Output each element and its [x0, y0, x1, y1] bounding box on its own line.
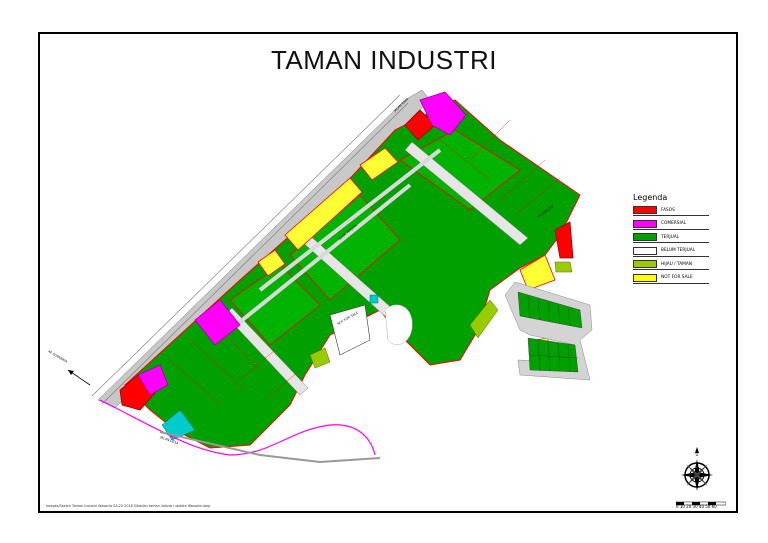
- page-title: TAMAN INDUSTRI: [270, 45, 498, 75]
- residential-lots-lower[interactable]: [527, 337, 579, 373]
- parcel-not-for-sale-3[interactable]: [257, 249, 286, 277]
- scale-bar: [676, 501, 726, 506]
- parcel-not-for-sale-2[interactable]: [359, 147, 399, 181]
- legend-swatch: [633, 206, 657, 214]
- legend-label: TERJUAL: [661, 234, 680, 240]
- legend-label: COMERSIAL: [661, 221, 687, 226]
- scale-label: 0 10 20 30 40 50 60: [676, 504, 717, 509]
- legend-label: HIJAU / TAMAN: [661, 261, 693, 267]
- parcel-sold-block-c[interactable]: [229, 264, 321, 346]
- internal-road-4: [228, 148, 442, 332]
- main-road-lane: [91, 94, 409, 405]
- bottom-road-gray: [159, 431, 381, 464]
- parcel-not-for-sale-1[interactable]: [284, 177, 363, 251]
- residential-lot-grid: [527, 295, 579, 373]
- legend-item-fasos: FASOS: [633, 205, 709, 216]
- footnote: Images/Sketch Taman Industri Wasarta SA-…: [46, 504, 210, 508]
- legend-swatch: [633, 233, 657, 241]
- legend-label: NOT FOR SALE: [661, 275, 693, 280]
- internal-road-1: [404, 141, 529, 246]
- parcel-green-park-2[interactable]: [309, 347, 331, 369]
- legend-swatch: [633, 246, 657, 255]
- parcel-comersial-2[interactable]: [137, 364, 169, 396]
- legend-label: BELUM TERJUAL: [661, 248, 696, 253]
- site-plan-map[interactable]: JALAN RAYA KE SURABAYA BLOK TERJUAL NOT …: [40, 34, 640, 474]
- parcel-comersial-1[interactable]: [419, 91, 467, 136]
- direction-arrow-icon: [67, 369, 91, 386]
- parcel-not-for-sale-4[interactable]: [519, 254, 556, 291]
- road-bottom-label: JALAN DESA: [159, 435, 180, 446]
- internal-road-3: [224, 307, 309, 396]
- parcel-green-park-3[interactable]: [554, 261, 573, 273]
- road-left-label: KE SURABAYA: [48, 349, 70, 364]
- legend-label: FASOS: [661, 207, 675, 213]
- compass-rose-icon: U: [681, 447, 713, 491]
- empty-land: [384, 304, 413, 345]
- legend-item-hijau-taman: HIJAU / TAMAN: [633, 259, 709, 270]
- legend-item-terjual: TERJUAL: [633, 232, 709, 243]
- legend-item-belum-terjual: BELUM TERJUAL: [633, 246, 709, 257]
- water-box: [369, 294, 379, 304]
- parcel-sold-block-b[interactable]: [399, 129, 521, 211]
- legend-swatch: [633, 260, 657, 268]
- parcel-green-park-1[interactable]: [469, 299, 499, 339]
- legend: Legenda FASOS COMERSIAL TERJUAL BELUM TE…: [633, 193, 709, 286]
- svg-text:U: U: [696, 452, 699, 457]
- legend-item-comersial: COMERSIAL: [633, 219, 709, 230]
- residential-lots-upper[interactable]: [517, 291, 583, 329]
- main-parcel-lot-lines: [169, 119, 561, 406]
- parcel-unsold[interactable]: [329, 304, 371, 356]
- legend-item-not-for-sale: NOT FOR SALE: [633, 273, 709, 284]
- parcel-fasos-3[interactable]: [554, 221, 574, 259]
- legend-title: Legenda: [633, 193, 668, 202]
- legend-swatch: [633, 273, 657, 282]
- legend-swatch: [633, 219, 657, 228]
- parcel-comersial-3[interactable]: [194, 299, 241, 346]
